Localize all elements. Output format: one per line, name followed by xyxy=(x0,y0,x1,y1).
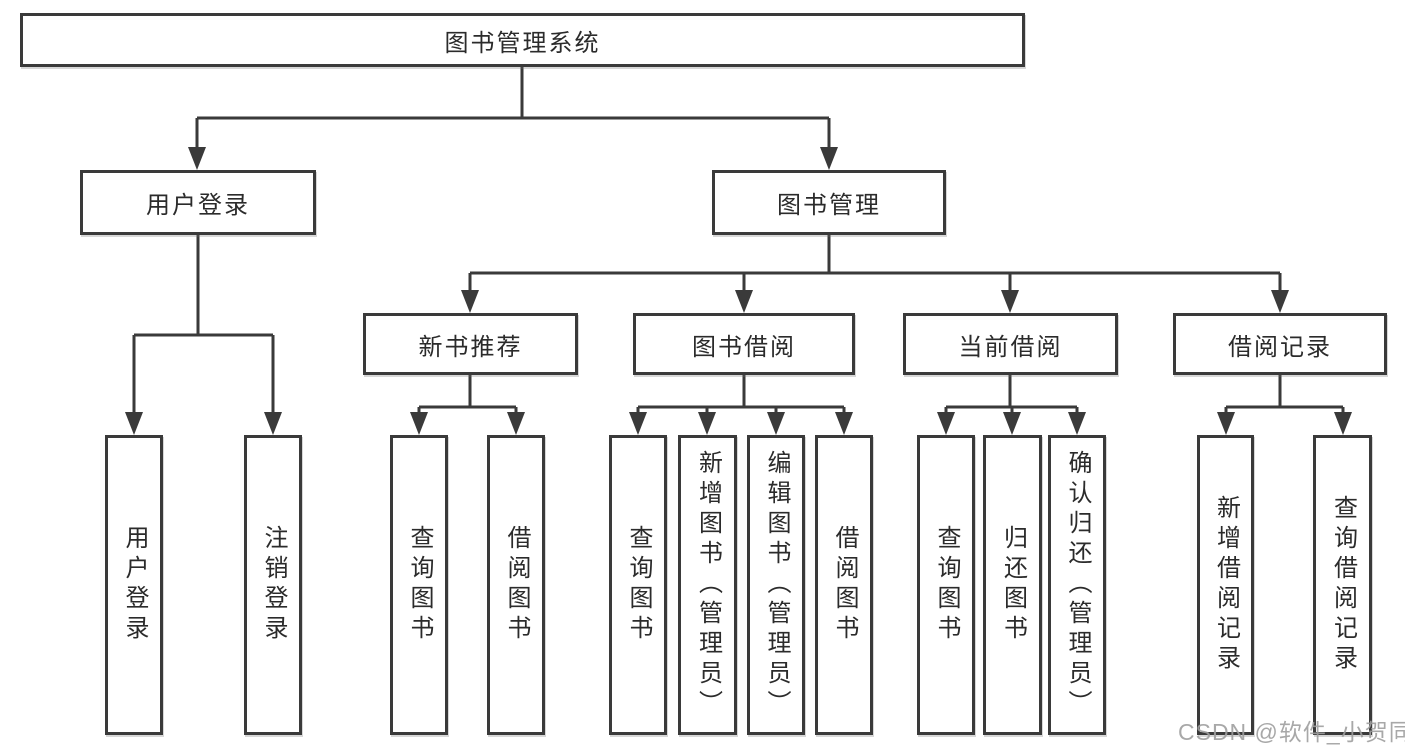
connector-book-management xyxy=(468,235,1282,295)
node-current-borrow-label: 当前借阅 xyxy=(958,333,1063,361)
node-user-login-label: 用户登录 xyxy=(146,192,250,219)
leaf-borrow-edit-books-admin-label: 编辑图书（管理员） xyxy=(763,450,790,720)
arrowhead xyxy=(1068,412,1086,435)
arrowhead xyxy=(835,412,853,435)
arrowhead xyxy=(1334,412,1352,435)
node-current-borrow: 当前借阅 xyxy=(903,313,1118,375)
connector-book-borrow xyxy=(636,375,846,418)
connector-borrow-records xyxy=(1224,375,1345,418)
arrowhead xyxy=(264,412,282,435)
arrowhead xyxy=(629,412,647,435)
leaf-logout-login: 注销登录 xyxy=(244,435,302,735)
leaf-logout-login-label: 注销登录 xyxy=(260,525,287,645)
leaf-current-return-books-label: 归还图书 xyxy=(999,525,1027,645)
node-new-book-recommend: 新书推荐 xyxy=(363,313,578,375)
leaf-records-add-record-label: 新增借阅记录 xyxy=(1212,495,1240,675)
csdn-watermark: CSDN @软件_小贺同学 xyxy=(1178,719,1405,745)
node-book-management-label: 图书管理 xyxy=(777,192,881,219)
arrowheads xyxy=(125,147,1352,435)
node-root-label: 图书管理系统 xyxy=(444,29,601,57)
leaf-current-query-books-label: 查询图书 xyxy=(933,525,960,645)
arrowhead xyxy=(188,147,206,170)
node-new-book-recommend-label: 新书推荐 xyxy=(418,333,523,361)
leaf-records-query-record-label: 查询借阅记录 xyxy=(1329,495,1357,675)
arrowhead xyxy=(1003,412,1021,435)
leaf-newbook-borrow-books: 借阅图书 xyxy=(487,435,545,735)
leaf-borrow-edit-books-admin: 编辑图书（管理员） xyxy=(747,435,805,735)
arrowhead xyxy=(1001,290,1019,313)
leaf-borrow-add-books-admin: 新增图书（管理员） xyxy=(678,435,737,735)
connector-current-borrow xyxy=(944,375,1079,418)
leaf-newbook-borrow-books-label: 借阅图书 xyxy=(503,525,530,645)
node-book-borrow: 图书借阅 xyxy=(633,313,855,375)
leaf-newbook-query-books-label: 查询图书 xyxy=(406,525,433,645)
leaf-borrow-query-books: 查询图书 xyxy=(609,435,667,735)
node-user-login: 用户登录 xyxy=(80,170,316,235)
arrowhead xyxy=(507,412,525,435)
arrowhead xyxy=(1271,290,1289,313)
node-book-management: 图书管理 xyxy=(712,170,946,235)
leaf-borrow-query-books-label: 查询图书 xyxy=(625,525,652,645)
leaf-user-login: 用户登录 xyxy=(105,435,163,735)
arrowhead xyxy=(1217,412,1235,435)
arrowhead xyxy=(125,412,143,435)
leaf-newbook-query-books: 查询图书 xyxy=(390,435,448,735)
arrowhead xyxy=(937,412,955,435)
leaf-current-confirm-return-admin-label: 确认归还（管理员） xyxy=(1064,450,1091,720)
leaf-records-query-record: 查询借阅记录 xyxy=(1313,435,1372,735)
leaf-current-query-books: 查询图书 xyxy=(917,435,975,735)
leaf-borrow-borrow-books-label: 借阅图书 xyxy=(831,525,858,645)
node-borrow-records-label: 借阅记录 xyxy=(1228,333,1332,361)
arrowhead xyxy=(820,147,838,170)
leaf-current-confirm-return-admin: 确认归还（管理员） xyxy=(1048,435,1106,735)
leaf-borrow-borrow-books: 借阅图书 xyxy=(815,435,873,735)
node-book-borrow-label: 图书借阅 xyxy=(692,333,796,361)
arrowhead xyxy=(767,412,785,435)
arrowhead xyxy=(410,412,428,435)
arrowhead xyxy=(698,412,716,435)
node-root: 图书管理系统 xyxy=(20,13,1025,67)
arrowhead xyxy=(735,290,753,313)
leaf-user-login-label: 用户登录 xyxy=(121,525,148,645)
leaf-current-return-books: 归还图书 xyxy=(983,435,1042,735)
node-borrow-records: 借阅记录 xyxy=(1173,313,1387,375)
leaf-records-add-record: 新增借阅记录 xyxy=(1197,435,1254,735)
connector-root xyxy=(195,67,831,152)
connector-user-login xyxy=(132,235,275,417)
leaf-borrow-add-books-admin-label: 新增图书（管理员） xyxy=(694,450,722,720)
connector-new-book xyxy=(417,375,518,418)
arrowhead xyxy=(461,290,479,313)
